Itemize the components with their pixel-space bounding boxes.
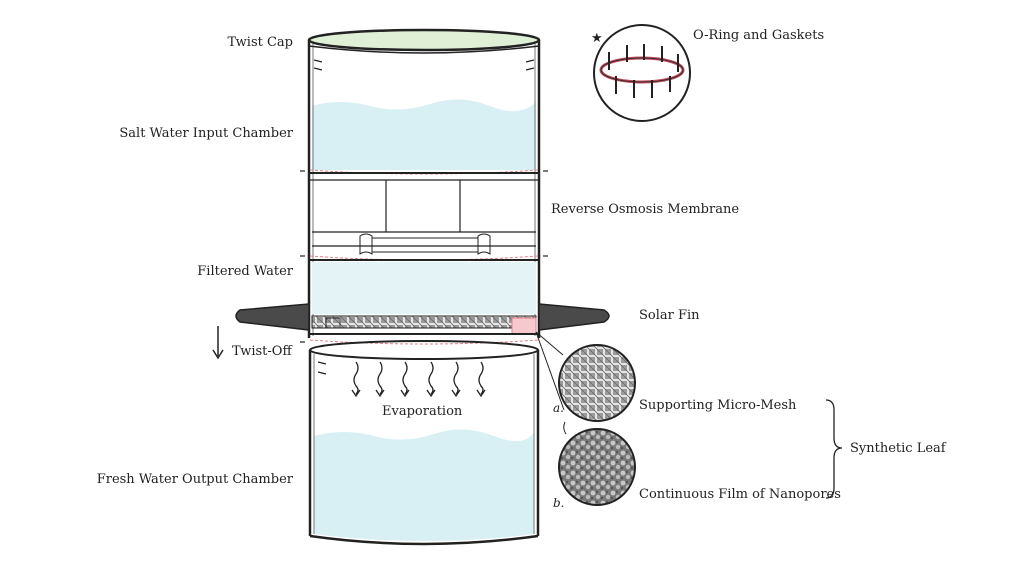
salt-water-fill <box>312 99 536 170</box>
solar-fin-left <box>235 303 310 331</box>
solar-fin-right <box>538 303 610 331</box>
label-o-ring-and-gaskets: O-Ring and Gaskets <box>693 28 825 43</box>
label-fresh-water-output-chamber: Fresh Water Output Chamber <box>96 472 293 487</box>
label-evaporation: Evaporation <box>382 404 463 419</box>
fresh-water-fill <box>314 429 534 541</box>
nanopores-magnified <box>558 428 636 506</box>
twist-cap <box>307 28 541 52</box>
marker-a: a. <box>553 401 564 415</box>
filtered-water-fill <box>312 262 536 314</box>
o-ring-detail: ★ <box>591 24 691 122</box>
lower-cylinder <box>308 340 540 546</box>
reverse-osmosis-membrane <box>312 180 536 255</box>
svg-text:★: ★ <box>591 31 603 46</box>
label-twist-cap: Twist Cap <box>227 35 293 50</box>
label-solar-fin: Solar Fin <box>639 308 700 323</box>
evaporation-arrows <box>351 361 486 398</box>
synthetic-leaf-strip <box>311 315 537 329</box>
label-filtered-water: Filtered Water <box>197 264 293 279</box>
synthetic-leaf-brace <box>825 399 843 499</box>
label-supporting-micro-mesh: Supporting Micro-Mesh <box>639 398 797 413</box>
label-continuous-film-of-nanopores: Continuous Film of Nanopores <box>639 487 841 502</box>
marker-b: b. <box>553 496 565 510</box>
micro-mesh-magnified <box>558 344 636 422</box>
label-salt-water-input-chamber: Salt Water Input Chamber <box>119 126 293 141</box>
label-twist-off: Twist-Off <box>232 344 292 359</box>
label-reverse-osmosis-membrane: Reverse Osmosis Membrane <box>551 202 740 217</box>
gasket-highlight <box>511 317 537 335</box>
twist-off-arrow-icon <box>212 326 224 360</box>
label-synthetic-leaf: Synthetic Leaf <box>850 441 946 456</box>
upper-cylinder <box>235 28 610 345</box>
